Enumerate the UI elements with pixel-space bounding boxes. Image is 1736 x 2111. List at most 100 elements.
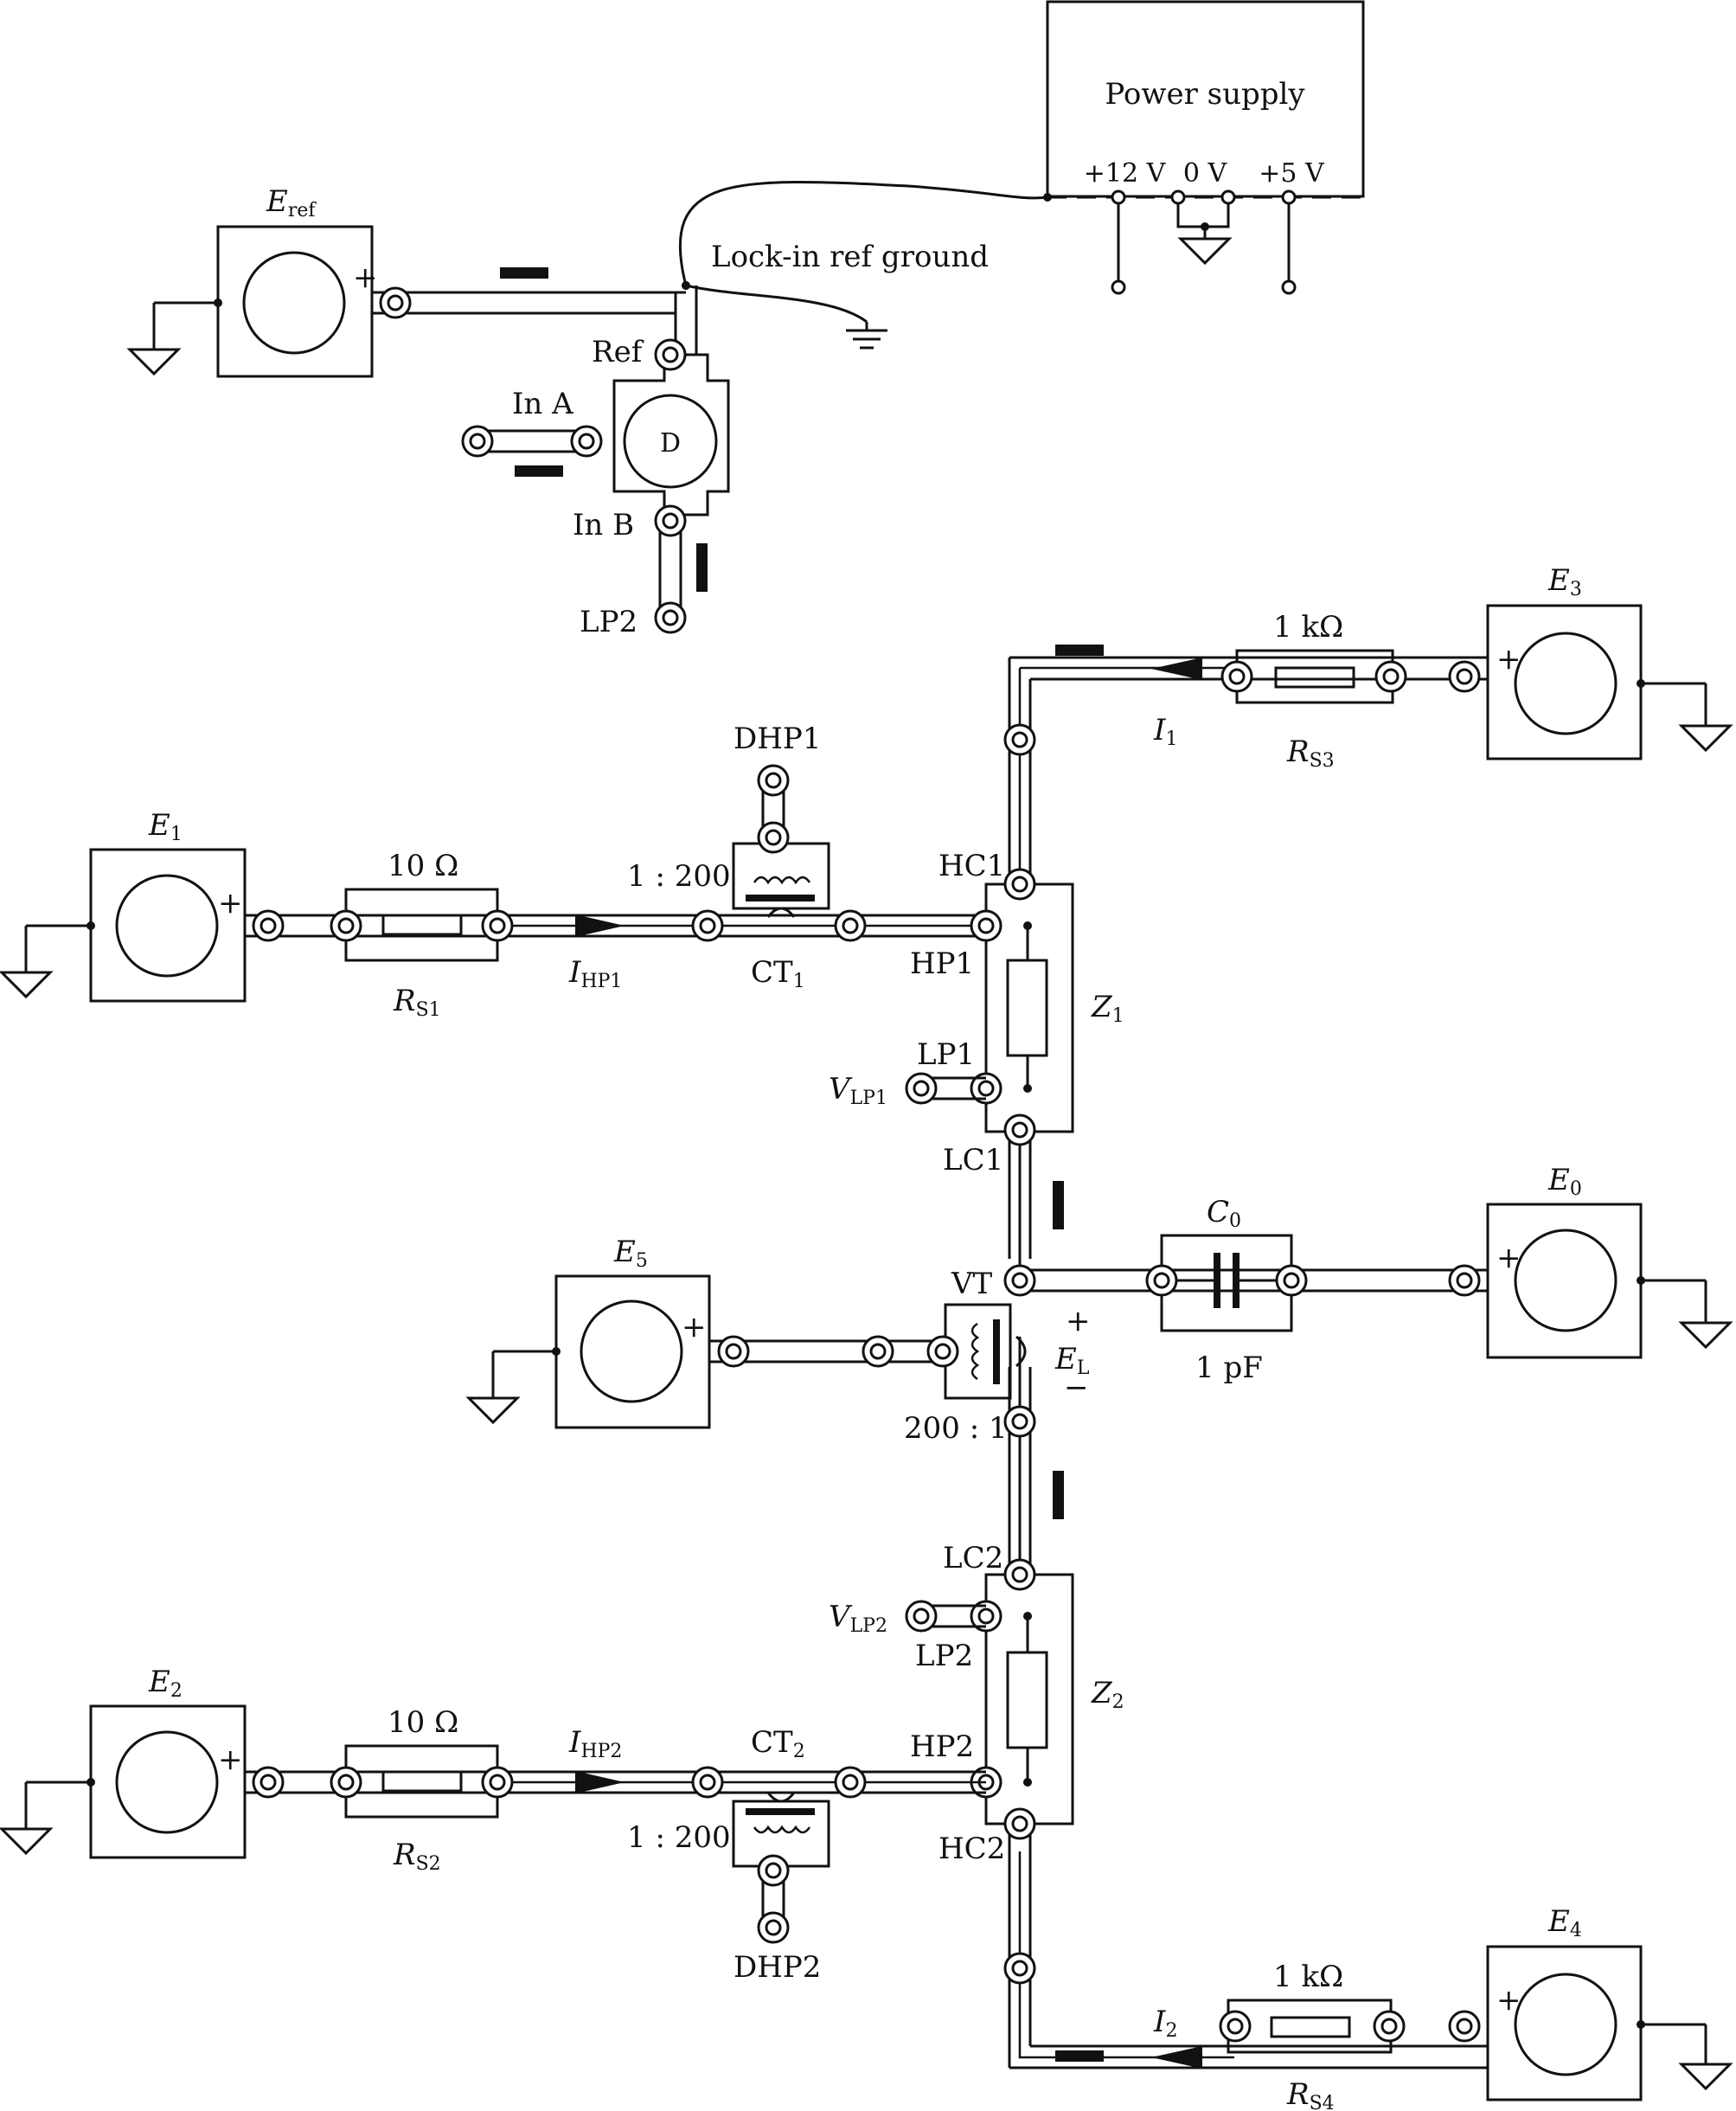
el-plus: +	[1066, 1304, 1091, 1338]
lockin-ref-ground-label: Lock-in ref ground	[711, 240, 989, 274]
source-e0-box	[1486, 1203, 1643, 1359]
shield-bar	[500, 267, 548, 279]
resistor-rs1-label: RS1	[393, 984, 441, 1021]
source-e4-label: E4	[1547, 1904, 1582, 1941]
coax-connector	[691, 1766, 724, 1799]
coax-connector	[926, 1335, 959, 1368]
current-ihp2-label: IHP2	[568, 1725, 622, 1762]
port-in-b-label: In B	[573, 508, 634, 542]
coax-connector	[1448, 2010, 1481, 2043]
source-e1-circle	[115, 874, 219, 978]
resistor-rs2-box	[344, 1744, 499, 1819]
terminal-12v-label: +12 V	[1084, 158, 1167, 189]
coax-connector	[1374, 660, 1407, 693]
coax-connector	[1275, 1264, 1308, 1297]
vlp2-label: VLP2	[829, 1600, 887, 1637]
port-lc2-label: LC2	[943, 1541, 1003, 1575]
ground-icon	[0, 1815, 52, 1855]
coax-connector	[757, 1911, 790, 1944]
ground-icon	[1179, 225, 1231, 265]
terminal-0v-label: 0 V	[1183, 158, 1228, 189]
el-label: EL	[1054, 1342, 1090, 1379]
coax-connector	[1003, 1952, 1036, 1985]
resistor-rs2-element	[381, 1770, 463, 1793]
e1-branch: + E1 10 Ω RS1 IHP1 DHP1 1 : 200 CT1	[0, 722, 986, 1021]
source-e2-label: E2	[148, 1665, 183, 1702]
ground-icon	[128, 336, 180, 375]
plus-sign: +	[353, 260, 378, 295]
coax-connector	[481, 1766, 514, 1799]
current-arrow-i1	[1151, 658, 1202, 680]
coax-connector	[1373, 2010, 1406, 2043]
coax-connector	[1145, 1264, 1178, 1297]
coax-connector	[834, 909, 867, 942]
el-minus: −	[1064, 1370, 1089, 1405]
port-hp1-label: HP1	[910, 946, 974, 981]
in-b-connector	[654, 504, 687, 537]
port-hp2-label: HP2	[910, 1729, 974, 1764]
impedance-z1-label: Z1	[1091, 990, 1124, 1027]
source-e3-label: E3	[1547, 563, 1582, 600]
plus-sign: +	[1496, 1241, 1521, 1275]
capacitor-c0-label: C0	[1207, 1195, 1241, 1232]
plus-sign: +	[218, 1742, 243, 1777]
source-e0-circle	[1514, 1229, 1617, 1332]
ground-icon	[1680, 2050, 1732, 2090]
port-lp2-label: LP2	[580, 605, 637, 639]
resistor-rs4-value: 1 kΩ	[1273, 1960, 1343, 1994]
source-e3-circle	[1514, 632, 1617, 735]
vt-ratio-label: 200 : 1	[904, 1411, 1008, 1446]
lc2-connector	[1003, 1558, 1036, 1591]
plus-sign: +	[682, 1310, 707, 1344]
current-ihp1-label: IHP1	[568, 955, 622, 992]
coax-connector	[330, 909, 362, 942]
shield-bar	[696, 543, 708, 592]
capacitor-c0-value: 1 pF	[1195, 1351, 1263, 1385]
ground-icon	[1680, 712, 1732, 752]
hp1-connector	[970, 909, 1003, 942]
coax-connector	[757, 1854, 790, 1887]
port-lp2-label: LP2	[915, 1639, 973, 1673]
detector-label: D	[660, 428, 681, 459]
lc1-connector	[1003, 1113, 1036, 1146]
vlp1-connector	[905, 1072, 938, 1105]
port-ref-label: Ref	[592, 335, 644, 369]
resistor-rs4-label: RS4	[1286, 2077, 1335, 2111]
source-e0-label: E0	[1547, 1163, 1582, 1200]
impedance-z2-label: Z2	[1091, 1676, 1124, 1713]
current-arrow-i2	[1151, 2046, 1202, 2069]
capacitor-c0-box	[1160, 1234, 1293, 1332]
in-a-connector	[570, 425, 603, 458]
coax-connector	[757, 764, 790, 797]
impedance-z1-box	[984, 882, 1074, 1133]
power-supply-title: Power supply	[1105, 77, 1305, 112]
ground-icon	[1680, 1309, 1732, 1349]
lp2-lockin-connector	[654, 601, 687, 634]
source-e1-box	[89, 848, 247, 1003]
source-eref-label: Eref	[266, 184, 317, 221]
resistor-rs3-element	[1274, 666, 1355, 689]
port-hc2-label: HC2	[938, 1832, 1005, 1866]
resistor-rs2-value: 10 Ω	[388, 1705, 458, 1740]
plus-sign: +	[1496, 642, 1521, 677]
ground-icon	[0, 959, 52, 998]
coax-connector	[1220, 660, 1253, 693]
in-a-end-connector	[461, 425, 494, 458]
ct2-ratio-label: 1 : 200	[627, 1820, 731, 1855]
port-lp1-label: LP1	[917, 1037, 975, 1072]
source-e2-circle	[115, 1730, 219, 1834]
vt-branch: + E5 VT 200 : 1 + EL −	[467, 1235, 1091, 1446]
hc1-connector	[1003, 868, 1036, 901]
coax-connector	[252, 909, 285, 942]
coax-connector	[1003, 1264, 1036, 1297]
coax-connector	[1003, 1405, 1036, 1438]
coax-connector	[834, 1766, 867, 1799]
e0-branch: C0 1 pF + E0	[1030, 1163, 1732, 1385]
source-e4-circle	[1514, 1973, 1617, 2076]
e2-branch: + E2 10 Ω RS2 IHP2 DHP2 1 : 200 CT2	[0, 1665, 986, 1985]
ct2-label: CT2	[751, 1725, 805, 1762]
coax-connector	[379, 286, 412, 319]
impedance-z2-element	[1006, 1651, 1048, 1749]
plus-sign: +	[1496, 1983, 1521, 2018]
resistor-rs4-element	[1270, 2016, 1351, 2038]
